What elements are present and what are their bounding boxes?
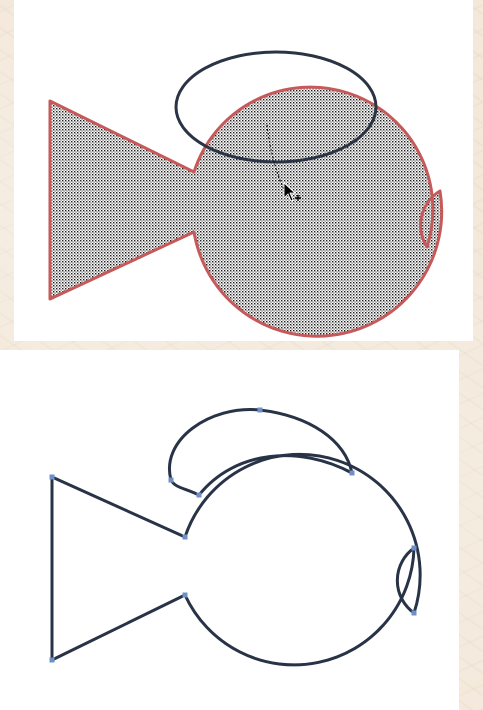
anchor-points <box>50 408 417 663</box>
anchor-point[interactable] <box>169 478 174 483</box>
anchor-point[interactable] <box>197 493 202 498</box>
artwork-top <box>14 0 473 341</box>
artwork-bottom <box>0 350 459 710</box>
anchor-point[interactable] <box>50 475 55 480</box>
anchor-point[interactable] <box>183 593 188 598</box>
anchor-point[interactable] <box>258 408 263 413</box>
fin-outline-shape[interactable] <box>169 410 352 495</box>
anchor-point[interactable] <box>412 546 417 551</box>
anchor-point[interactable] <box>350 471 355 476</box>
canvas-panel-top <box>14 0 473 341</box>
fish-outline-shape[interactable] <box>52 454 420 665</box>
anchor-point[interactable] <box>50 658 55 663</box>
fish-body-shape[interactable] <box>50 87 442 336</box>
anchor-point[interactable] <box>183 535 188 540</box>
canvas-panel-bottom <box>0 350 459 710</box>
anchor-point[interactable] <box>412 611 417 616</box>
